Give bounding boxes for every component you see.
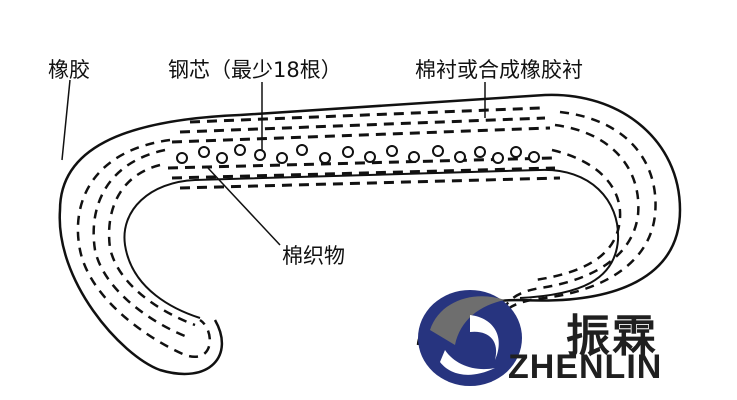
label-lining: 棉衬或合成橡胶衬 xyxy=(415,58,583,82)
logo-name-en: ZHENLIN xyxy=(508,348,663,386)
label-rubber: 橡胶 xyxy=(48,58,90,82)
fabric-layers xyxy=(76,110,657,358)
label-fabric: 棉织物 xyxy=(282,244,345,268)
outer-rubber-outline-left xyxy=(58,113,241,376)
leader-lines xyxy=(61,79,486,246)
inner-rubber-outline xyxy=(194,168,620,299)
inner-rubber-outline-left xyxy=(123,179,201,319)
lining-layers xyxy=(167,106,561,190)
logo-name-cn: 振霖 xyxy=(566,311,658,362)
label-steel-core: 钢芯（最少18根） xyxy=(168,58,342,82)
zhenlin-logo-emblem xyxy=(418,290,522,386)
steel-cores xyxy=(176,144,540,164)
